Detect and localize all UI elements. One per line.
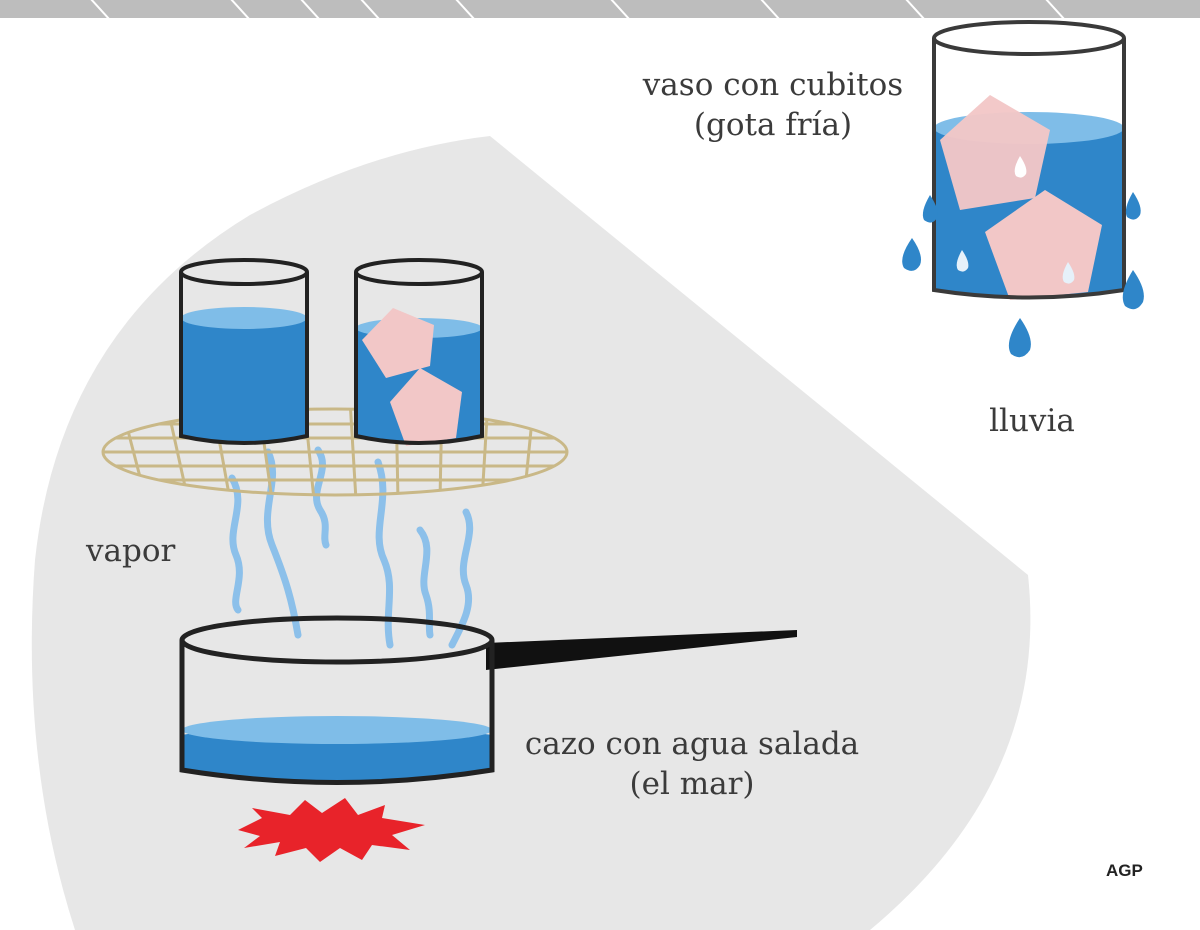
glass-icon xyxy=(179,258,309,445)
pot-label-line1: cazo con agua salada xyxy=(524,726,860,762)
water-drop-icon xyxy=(922,195,938,223)
water-drop-icon xyxy=(1014,156,1027,178)
water-drop-icon xyxy=(1125,192,1141,220)
pot-label: cazo con agua salada (el mar) xyxy=(512,725,872,804)
ice-glass-label-line2: (gota fría) xyxy=(693,106,853,143)
water-drop-icon xyxy=(1122,270,1144,310)
credit-label: AGP xyxy=(1106,861,1143,880)
ice-cube-icon xyxy=(390,368,462,446)
ice-cube-icon xyxy=(940,95,1050,210)
cooking-pot-icon xyxy=(179,615,797,785)
ice-glass-small xyxy=(354,258,484,446)
top-band xyxy=(0,0,1200,18)
water-drop-icon xyxy=(1062,262,1075,284)
ice-glass-large xyxy=(902,20,1144,358)
steam-icon xyxy=(228,446,474,649)
flame-icon xyxy=(238,798,425,862)
ice-cube-icon xyxy=(362,308,434,378)
ice-glass-label-line1: vaso con cubitos xyxy=(642,67,904,103)
vapor-label: vapor xyxy=(86,533,176,569)
rain-label: lluvia xyxy=(989,403,1075,439)
water-drop-icon xyxy=(902,238,921,271)
water-drop-icon xyxy=(1008,318,1031,358)
water-drop-icon xyxy=(956,250,969,272)
pot-label-line2: (el mar) xyxy=(629,765,755,802)
ice-glass-label: vaso con cubitos (gota fría) xyxy=(628,66,918,145)
